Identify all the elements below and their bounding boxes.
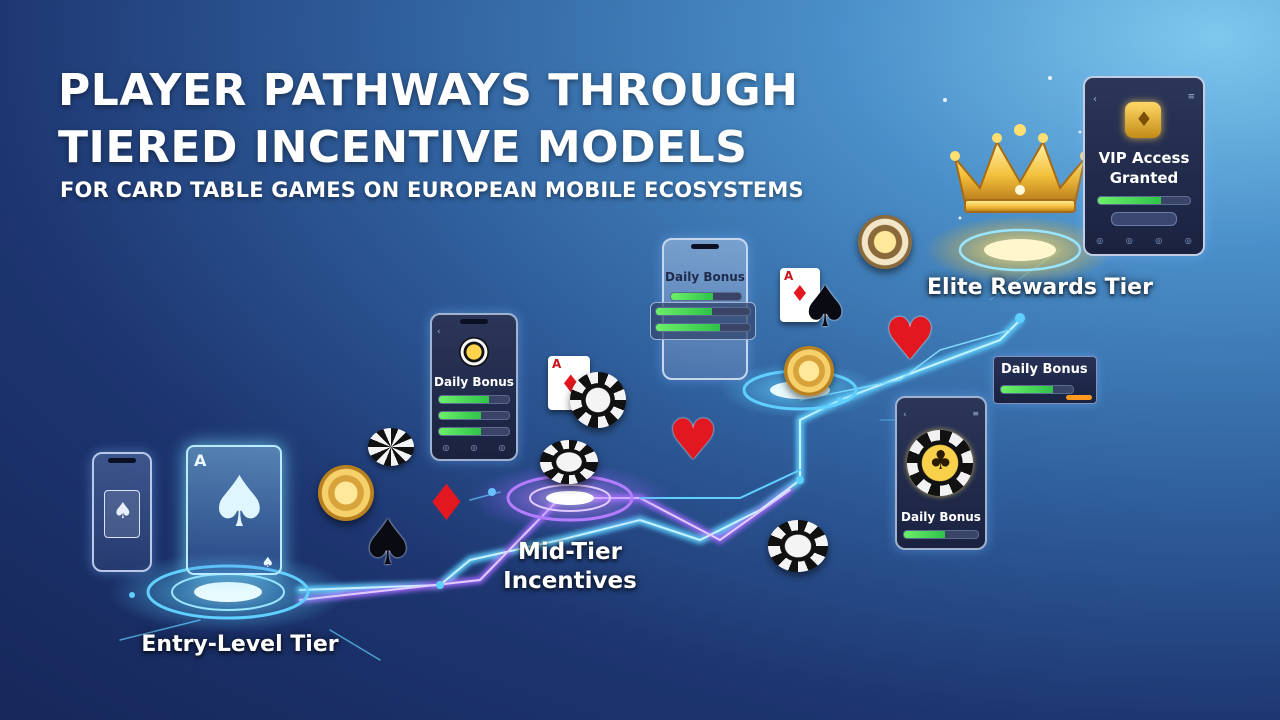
daily-bonus-label: Daily Bonus xyxy=(665,270,745,284)
vip-access-line1: VIP Access xyxy=(1098,149,1190,167)
crown-shape xyxy=(950,124,1090,213)
progress-bar xyxy=(438,395,510,404)
progress-bar xyxy=(903,530,979,539)
title-line-1: PLAYER PATHWAYS THROUGH xyxy=(58,65,799,116)
page-subtitle: FOR CARD TABLE GAMES ON EUROPEAN MOBILE … xyxy=(60,178,804,202)
mid-platform xyxy=(470,464,670,532)
card-rank: A xyxy=(552,357,562,371)
elite-platform xyxy=(925,216,1115,284)
poker-chip-icon xyxy=(768,520,828,572)
card-rank: A xyxy=(784,269,794,283)
spade-icon: ♠ xyxy=(261,555,274,571)
mid-tier-label: Mid-Tier Incentives xyxy=(480,538,660,596)
progress-bar xyxy=(655,307,751,316)
floating-progress-panel xyxy=(650,302,756,340)
home-icon[interactable]: ◎ xyxy=(442,443,450,452)
spade-icon: ♠ xyxy=(208,461,271,543)
mid-tier-label-line1: Mid-Tier xyxy=(518,539,622,565)
games-icon[interactable]: ◎ xyxy=(470,443,478,452)
heart-icon: ♥ xyxy=(668,408,719,473)
wallet-icon[interactable]: ◎ xyxy=(1155,236,1163,245)
menu-icon[interactable]: ≡ xyxy=(1187,92,1195,102)
elite-tier-label: Elite Rewards Tier xyxy=(927,275,1153,300)
back-icon[interactable]: ‹ xyxy=(1093,94,1097,105)
poker-chip-icon xyxy=(368,428,414,466)
vip-access-label: VIP Access Granted xyxy=(1085,148,1203,188)
heart-icon: ♥ xyxy=(884,305,936,373)
crown-icon xyxy=(945,118,1095,218)
daily-bonus-label: Daily Bonus xyxy=(434,375,514,389)
daily-bonus-card[interactable]: Daily Bonus xyxy=(993,356,1097,404)
progress-bar xyxy=(438,411,510,420)
entry-phone[interactable]: ♠ xyxy=(92,452,152,572)
claim-button[interactable] xyxy=(1066,395,1092,400)
card-rank: A xyxy=(194,451,207,470)
entry-holo-card[interactable]: A ♠ ♠ xyxy=(186,445,282,575)
vip-access-line2: Granted xyxy=(1109,169,1179,187)
back-icon[interactable]: ‹ xyxy=(903,410,907,420)
poker-chip-icon xyxy=(318,465,374,521)
elite-phone[interactable]: ‹ ≡ ♣ Daily Bonus xyxy=(895,396,987,550)
profile-icon[interactable]: ◎ xyxy=(1184,236,1192,245)
playing-card-icon: A ♦ xyxy=(780,268,820,322)
poker-chip-icon xyxy=(858,215,912,269)
poker-chip-icon xyxy=(540,440,598,484)
poker-chip-icon xyxy=(570,372,626,428)
spade-icon: ♠ xyxy=(360,506,416,579)
progress-bar xyxy=(1000,385,1074,394)
menu-icon[interactable]: ≡ xyxy=(972,409,979,418)
poker-chip-icon xyxy=(784,346,834,396)
spade-icon: ♠ xyxy=(800,275,851,340)
phone-notch xyxy=(691,244,719,249)
tab-bar[interactable]: ◎ ◎ ◎ ◎ xyxy=(1085,236,1203,245)
daily-bonus-label: Daily Bonus xyxy=(1001,362,1088,377)
entry-tier-label: Entry-Level Tier xyxy=(141,632,339,657)
page-title: PLAYER PATHWAYS THROUGH TIERED INCENTIVE… xyxy=(58,62,799,176)
diamond-icon: ♦ xyxy=(790,282,810,307)
daily-bonus-label: Daily Bonus xyxy=(901,510,981,524)
title-line-2: TIERED INCENTIVE MODELS xyxy=(58,122,748,173)
entry-platform xyxy=(108,552,348,632)
diamond-icon: ♦ xyxy=(424,474,469,532)
spade-icon: ♣ xyxy=(929,446,953,476)
mid-tier-phone[interactable]: ‹ Daily Bonus ◎ ◎ ◎ xyxy=(430,313,518,461)
vip-badge-icon: ♦ xyxy=(1125,102,1161,138)
phone-notch xyxy=(108,458,136,463)
back-icon[interactable]: ‹ xyxy=(437,327,441,337)
bonus-chip-icon xyxy=(459,337,489,367)
progress-bar xyxy=(1097,196,1191,205)
tab-bar[interactable]: ◎ ◎ ◎ xyxy=(432,443,516,452)
vip-phone[interactable]: ‹ ≡ ♦ VIP Access Granted ◎ ◎ ◎ ◎ xyxy=(1083,76,1205,256)
action-button[interactable] xyxy=(1111,212,1177,226)
progress-bar xyxy=(655,323,751,332)
phone-notch xyxy=(460,319,488,324)
profile-icon[interactable]: ◎ xyxy=(498,443,506,452)
diamond-icon: ♦ xyxy=(1135,107,1153,131)
progress-bar xyxy=(438,427,510,436)
home-icon[interactable]: ◎ xyxy=(1096,236,1104,245)
games-icon[interactable]: ◎ xyxy=(1125,236,1133,245)
mid-tier-label-line2: Incentives xyxy=(503,568,637,594)
progress-bar xyxy=(670,292,742,301)
sparkles xyxy=(943,76,1082,220)
spade-icon: ♠ xyxy=(113,499,133,524)
mini-card-icon: ♠ xyxy=(104,490,140,538)
gold-chip-icon: ♣ xyxy=(907,430,973,496)
